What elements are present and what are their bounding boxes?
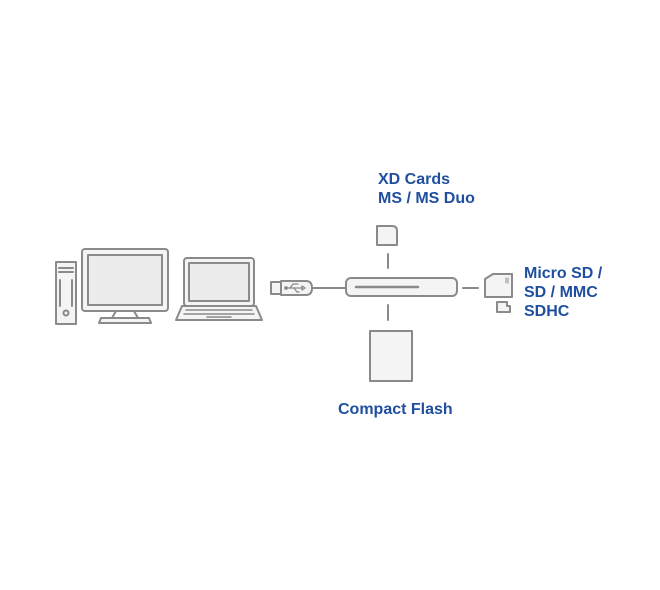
- micro-sd-card-icon: [496, 301, 511, 313]
- desktop-tower-icon: [55, 261, 77, 325]
- xd-label-line-1: XD Cards: [378, 171, 451, 188]
- xd-card-icon: [376, 225, 398, 246]
- compact-flash-card-icon: [369, 330, 413, 382]
- sd-card-icon: [484, 273, 513, 298]
- usb-plug-icon: [270, 280, 347, 296]
- laptop-icon: [175, 257, 263, 321]
- xd-ms-label: XD Cards MS / MS Duo: [378, 170, 475, 208]
- cf-label-line-1: Compact Flash: [338, 401, 453, 418]
- micro-sd-label: Micro SD / SD / MMC SDHC: [524, 264, 602, 321]
- micro-label-line-2: SD / MMC: [524, 284, 598, 301]
- usb-symbol-icon: [284, 283, 306, 293]
- micro-label-line-1: Micro SD /: [524, 265, 603, 282]
- xd-label-line-2: MS / MS Duo: [378, 190, 475, 207]
- micro-label-line-3: SDHC: [524, 303, 570, 320]
- compact-flash-label: Compact Flash: [338, 400, 453, 419]
- monitor-icon: [81, 248, 169, 324]
- card-reader-icon: [345, 277, 458, 297]
